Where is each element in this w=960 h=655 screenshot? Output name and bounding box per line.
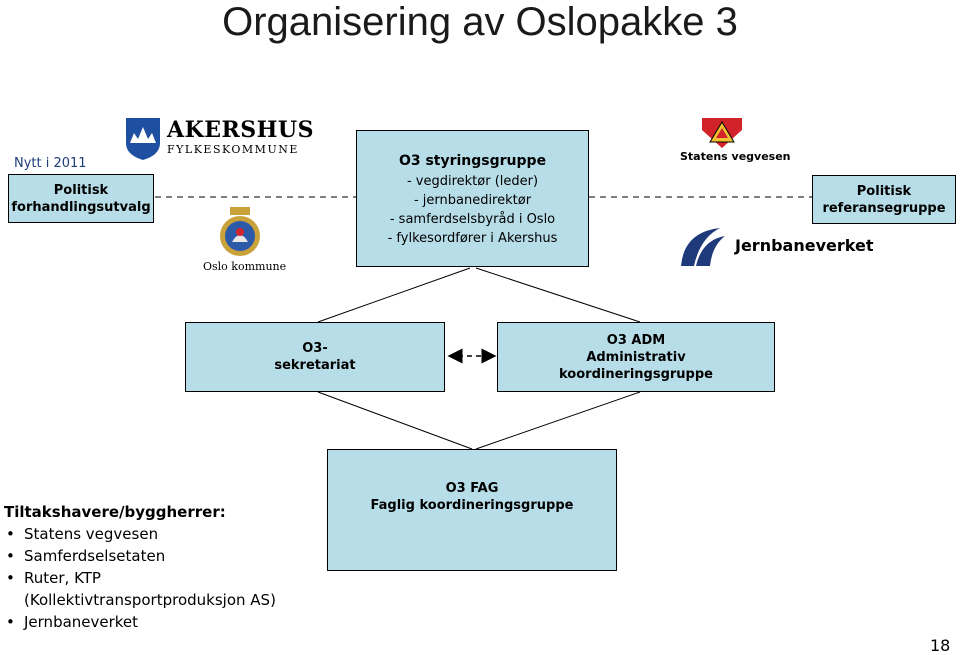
akershus-shield-icon [126,118,160,160]
statens-vegvesen-icon [702,118,742,148]
akershus-logo: AKERSHUS FYLKESKOMMUNE [125,117,314,163]
pr-line-2: referansegruppe [822,200,946,216]
adm-line-3: koordineringsgruppe [559,366,713,382]
stakeholder-ruter-continuation: (Kollektivtransportproduksjon AS) [24,591,276,609]
adm-box: O3 ADM Administrativ koordineringsgruppe [497,322,775,392]
page-title: Organisering av Oslopakke 3 [222,0,738,44]
stakeholder-item: Statens vegvesen [4,523,324,545]
stakeholder-item: Ruter, KTP (Kollektivtransportproduksjon… [4,567,324,611]
adm-line-2: Administrativ [586,349,686,365]
stakeholders-items: Statens vegvesen Samferdselsetaten Ruter… [4,523,324,633]
styringsgruppe-line-1: - vegdirektør (leder) [406,173,539,189]
styringsgruppe-line-4: - fylkesordfører i Akershus [387,230,558,246]
oslo-seal-icon [220,207,260,256]
styringsgruppe-line-3: - samferdselsbyråd i Oslo [389,211,556,227]
connector-sek-to-styr [317,267,471,323]
styringsgruppe-line-2: - jernbanedirektør [413,192,532,208]
pf-line-2: forhandlingsutvalg [11,199,151,215]
pf-line-1: Politisk [53,182,109,198]
fag-line-2: Faglig koordineringsgruppe [370,498,574,513]
jernbaneverket-icon [681,228,725,266]
jernbaneverket-label: Jernbaneverket [735,236,874,255]
stakeholder-item: Samferdselsetaten [4,545,324,567]
pr-line-1: Politisk [856,183,912,199]
fag-box: O3 FAG Faglig koordineringsgruppe [327,449,617,571]
stakeholders-list: Tiltakshavere/byggherrer: Statens vegves… [4,501,324,633]
sekretariat-box: O3- sekretariat [185,322,445,392]
connector-adm-to-fag [475,391,641,450]
sekretariat-line-1: O3- [302,341,328,356]
page-number: 18 [930,636,951,655]
politisk-referansegruppe-box: Politisk referansegruppe [812,175,956,224]
fag-line-1: O3 FAG [445,481,499,496]
sekretariat-line-2: sekretariat [274,358,356,373]
stakeholders-heading: Tiltakshavere/byggherrer: [4,503,226,521]
stakeholder-item: Jernbaneverket [4,611,324,633]
stakeholder-ruter: Ruter, KTP [24,569,101,587]
connector-adm-to-styr [475,267,641,323]
akershus-name: AKERSHUS [167,117,314,143]
akershus-sub: FYLKESKOMMUNE [167,143,299,156]
oslo-kommune-label: Oslo kommune [203,260,287,273]
adm-line-1: O3 ADM [606,332,666,348]
statens-vegvesen-label: Statens vegvesen [680,150,791,163]
connector-sek-to-fag [317,391,473,450]
styringsgruppe-title: O3 styringsgruppe [398,152,547,169]
politisk-forhandlingsutvalg-box: Politisk forhandlingsutvalg [8,174,154,223]
styringsgruppe-box: O3 styringsgruppe - vegdirektør (leder) … [356,130,589,267]
nytt-label: Nytt i 2011 [14,156,87,171]
